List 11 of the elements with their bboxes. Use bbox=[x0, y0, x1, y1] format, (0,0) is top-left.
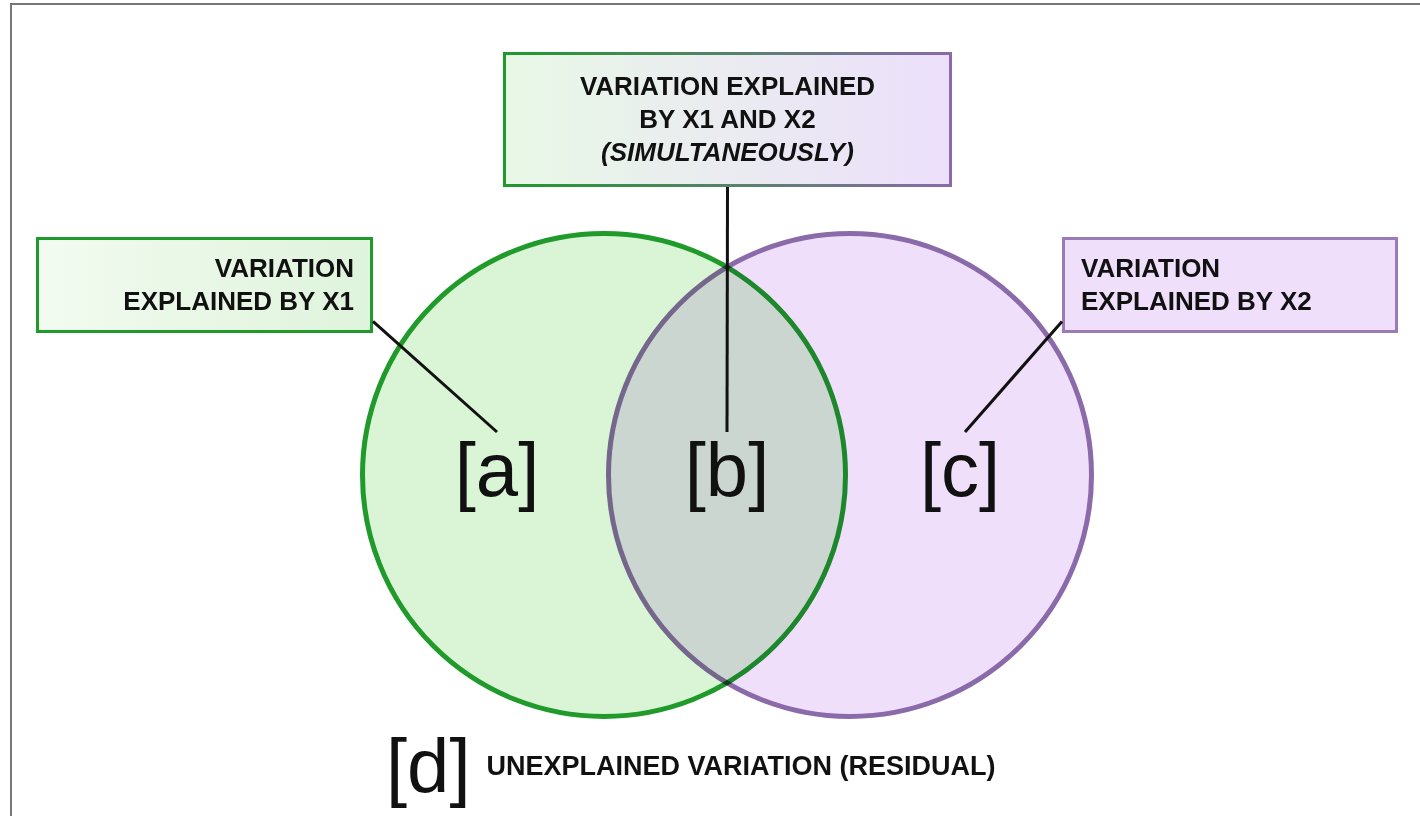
callout-box bbox=[1062, 237, 1398, 333]
callout-text: VARIATION EXPLAINED BY X1 AND X2 bbox=[578, 70, 877, 136]
callout-text: VARIATION EXPLAINED BY X2 bbox=[1081, 252, 1313, 318]
leader-line bbox=[372, 320, 498, 434]
callout-box bbox=[36, 237, 373, 333]
callout-text: VARIATION EXPLAINED BY X1 bbox=[122, 252, 354, 318]
leader-line bbox=[963, 320, 1064, 433]
leader-line bbox=[725, 187, 729, 432]
callout-box bbox=[503, 52, 952, 187]
residual-caption: UNEXPLAINED VARIATION (RESIDUAL) bbox=[486, 749, 996, 783]
callout-note: (SIMULTANEOUSLY) bbox=[601, 136, 854, 169]
